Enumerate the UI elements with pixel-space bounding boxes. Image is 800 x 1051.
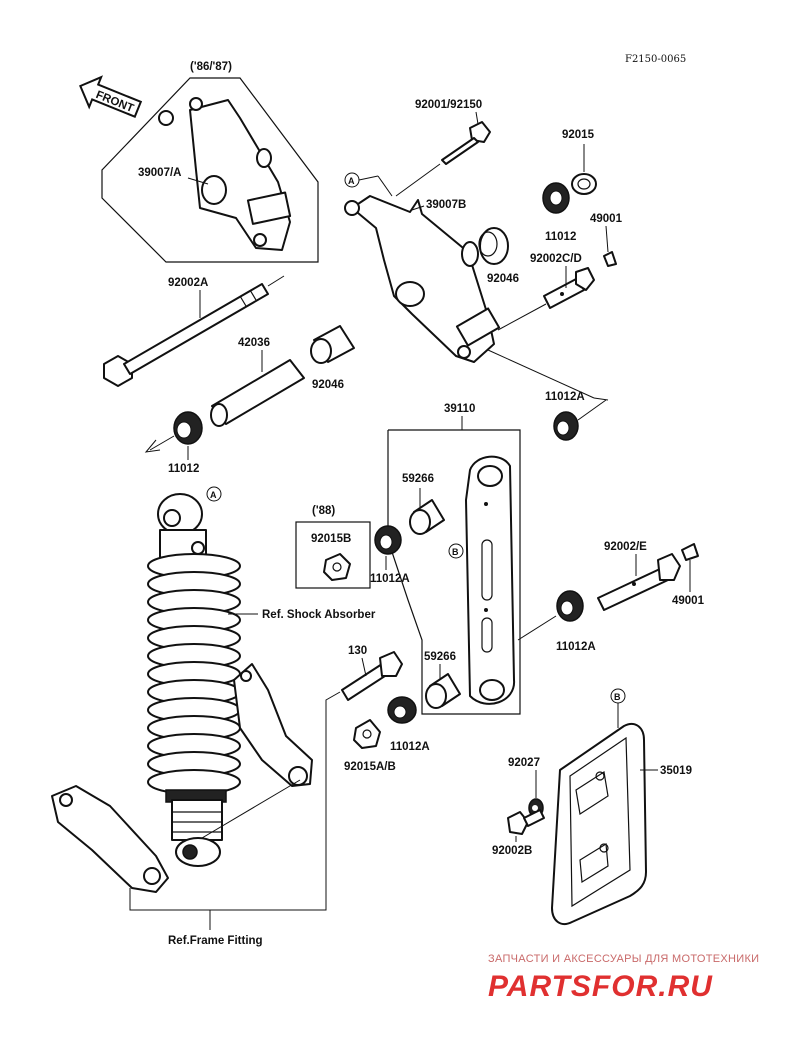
year-label-86-87: ('86/'87) xyxy=(190,61,232,73)
tie-rod-group-39110: 39110 B 59266 59266 xyxy=(387,403,521,715)
label-92046-upper: 92046 xyxy=(487,273,519,285)
svg-text:A: A xyxy=(348,176,355,186)
bolt-92001 xyxy=(441,121,491,165)
watermark: ЗАПЧАСТИ И АКСЕССУАРЫ ДЛЯ МОТОТЕХНИКИ PA… xyxy=(488,953,759,1003)
marker-a-shock: A xyxy=(210,490,217,500)
label-92027: 92027 xyxy=(508,757,540,769)
sleeve-42036 xyxy=(210,359,305,427)
label-92046-lower: 92046 xyxy=(312,379,344,391)
label-49001-upper: 49001 xyxy=(590,213,623,225)
inset-88: ('88) 92015B xyxy=(295,505,371,589)
nut-92015 xyxy=(571,173,597,195)
ref-shock-absorber: Ref. Shock Absorber xyxy=(262,609,376,621)
seal-11012a-top-right xyxy=(553,411,579,441)
bearing-92046-upper xyxy=(478,227,509,265)
label-11012a-right: 11012A xyxy=(556,641,596,653)
front-arrow-icon: FRONT xyxy=(79,75,143,118)
label-39007a: 39007/A xyxy=(138,167,181,179)
inset-86-87: ('86/'87) FRONT 39007/A xyxy=(79,61,319,263)
label-11012a-lower: 11012A xyxy=(390,741,430,753)
marker-a-upper: A xyxy=(344,172,393,197)
bolt-130 xyxy=(341,651,403,701)
nut-92015ab xyxy=(353,719,381,749)
label-92015: 92015 xyxy=(562,129,595,141)
label-92002e: 92002/E xyxy=(604,541,647,553)
seal-11012a-mid xyxy=(374,525,402,555)
label-39007b: 39007B xyxy=(426,199,466,211)
rocker-arm-39007b xyxy=(344,195,501,363)
nut-92015b xyxy=(323,553,351,581)
label-42036: 42036 xyxy=(238,337,270,349)
watermark-tagline: ЗАПЧАСТИ И АКСЕССУАРЫ ДЛЯ МОТОТЕХНИКИ xyxy=(488,953,759,965)
frame-fitting-bracket xyxy=(233,663,313,787)
seal-11012a-right xyxy=(556,590,584,622)
label-39110: 39110 xyxy=(444,403,475,415)
grease-nipple-49001-lower xyxy=(681,543,699,561)
bushing-59266-lower xyxy=(425,673,461,709)
label-92015ab: 92015A/B xyxy=(344,761,396,773)
label-92002a: 92002A xyxy=(168,277,208,289)
shock-absorber: A xyxy=(147,486,241,867)
long-bolt-92002a xyxy=(103,283,269,387)
year-label-88: ('88) xyxy=(312,505,335,517)
label-35019: 35019 xyxy=(660,765,692,777)
seal-11012-left xyxy=(173,411,203,445)
label-92002b: 92002B xyxy=(492,845,532,857)
watermark-brand: PARTSFOR.RU xyxy=(488,970,713,1003)
marker-b-link: B xyxy=(452,547,459,557)
seal-11012-upper xyxy=(542,182,570,214)
seal-11012a-lower xyxy=(387,696,417,724)
label-11012a-mid: 11012A xyxy=(370,573,410,585)
label-49001-lower: 49001 xyxy=(672,595,705,607)
grease-nipple-49001-upper xyxy=(603,251,617,267)
mud-guard-35019 xyxy=(551,722,647,926)
label-11012a-upper: 11012A xyxy=(545,391,585,403)
pin-92002cd xyxy=(543,267,595,309)
ref-frame-fitting: Ref.Frame Fitting xyxy=(168,935,263,947)
label-59266-lower: 59266 xyxy=(424,651,456,663)
label-92002cd: 92002C/D xyxy=(530,253,582,265)
bushing-59266-upper xyxy=(409,499,445,535)
pin-92002e xyxy=(597,553,681,611)
label-59266-upper: 59266 xyxy=(402,473,434,485)
marker-b-guard: B xyxy=(614,692,621,702)
frame-fitting-plate xyxy=(51,785,169,893)
label-92015b: 92015B xyxy=(311,533,351,545)
diagram-code: F2150-0065 xyxy=(625,54,686,65)
rocker-bracket-39007a xyxy=(158,97,292,251)
label-11012-upper: 11012 xyxy=(545,231,576,243)
label-130: 130 xyxy=(348,645,367,657)
label-92001-92150: 92001/92150 xyxy=(415,99,482,111)
bolt-92002b xyxy=(507,809,545,835)
bearing-92046-lower xyxy=(310,325,355,364)
label-11012-left: 11012 xyxy=(168,463,199,475)
